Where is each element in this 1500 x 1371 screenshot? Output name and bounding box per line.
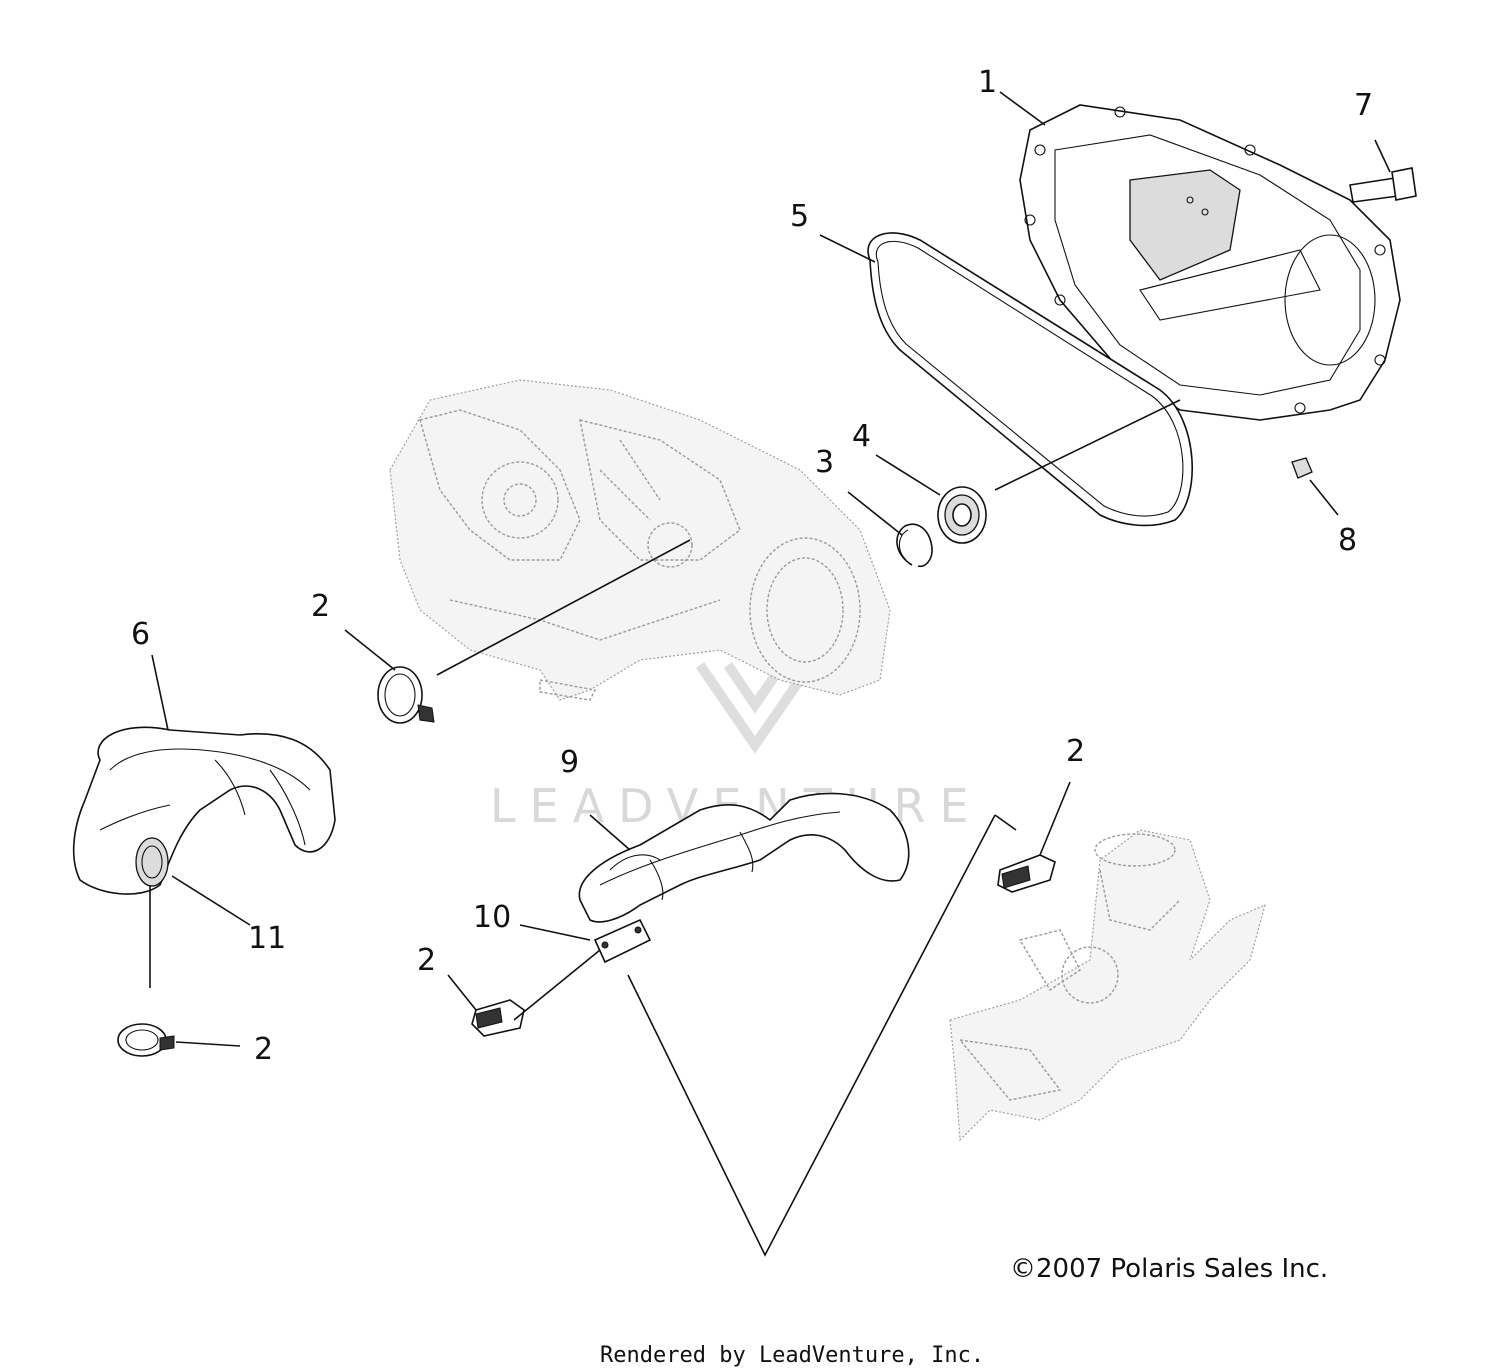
part-10-outlet-flange — [593, 918, 652, 964]
part-9-outlet-duct — [578, 792, 910, 923]
callouts: 1 7 5 4 3 8 2 6 2 9 10 11 2 2 — [131, 65, 1373, 1067]
callout-2-d: 2 — [254, 1032, 273, 1067]
part-2-clamp-b — [471, 999, 525, 1037]
part-2-clamp-a — [377, 666, 435, 724]
rendered-by-footer: Rendered by LeadVenture, Inc. — [600, 1343, 984, 1368]
callout-7: 7 — [1354, 88, 1373, 123]
callout-2-c: 2 — [1066, 734, 1085, 769]
part-11-duct-coupler — [135, 837, 169, 887]
part-2-clamp-d — [117, 1023, 175, 1057]
callout-2-b: 2 — [417, 943, 436, 978]
part-5-cover-gasket — [867, 232, 1193, 527]
engine-ghost — [949, 829, 1266, 1142]
callout-11: 11 — [248, 921, 286, 956]
part-1-clutch-outer-cover — [1019, 104, 1401, 421]
part-2-clamp-c — [997, 854, 1056, 893]
callout-10: 10 — [473, 900, 511, 935]
part-8-plug — [1291, 457, 1313, 479]
part-7-bolt — [1349, 167, 1417, 203]
callout-6: 6 — [131, 617, 150, 652]
copyright-notice: ©2007 Polaris Sales Inc. — [1010, 1254, 1328, 1284]
leader-lines — [149, 91, 1391, 1257]
callout-5: 5 — [790, 199, 809, 234]
callout-1: 1 — [978, 65, 997, 100]
part-6-intake-duct — [72, 726, 336, 895]
callout-9: 9 — [560, 745, 579, 780]
part-3-snap-ring — [896, 523, 933, 568]
callout-8: 8 — [1338, 523, 1357, 558]
callout-3: 3 — [815, 445, 834, 480]
callout-2-a: 2 — [311, 589, 330, 624]
part-4-bearing — [937, 486, 987, 544]
transmission-housing-ghost — [389, 379, 891, 701]
callout-4: 4 — [852, 419, 871, 454]
